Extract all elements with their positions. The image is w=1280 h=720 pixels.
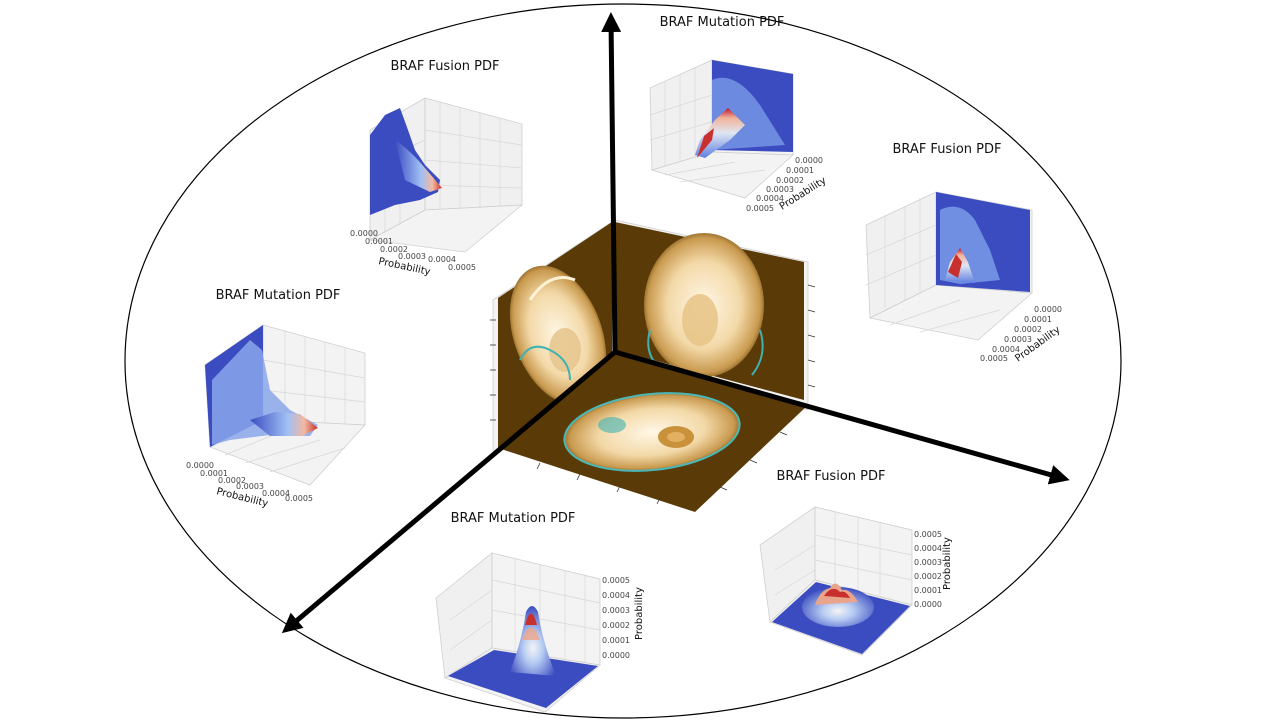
plot-title: BRAF Fusion PDF [777, 469, 886, 484]
tick-label: 0.0005 [285, 494, 313, 503]
tick-label: 0.0000 [602, 651, 630, 660]
tick-label: 0.0005 [602, 576, 630, 585]
plot-title: BRAF Mutation PDF [451, 511, 576, 526]
tick-label: 0.0003 [914, 558, 942, 567]
tick-label: 0.0001 [200, 469, 228, 478]
pdf-peak [695, 108, 745, 158]
tick-label: 0.0000 [350, 229, 378, 238]
plot-title: BRAF Fusion PDF [391, 59, 500, 74]
tick-label: 0.0000 [186, 461, 214, 470]
tick-label: 0.0000 [795, 156, 823, 165]
axis-label: Probability [634, 587, 645, 640]
tick-label: 0.0001 [914, 586, 942, 595]
plot-title: BRAF Mutation PDF [660, 15, 785, 30]
pdf-plot-mutation-left: BRAF Mutation PDF 0.0000 0.0001 0.0002 0… [186, 288, 366, 510]
tick-label: 0.0004 [262, 489, 290, 498]
tick-label: 0.0004 [428, 255, 456, 264]
tick-label: 0.0003 [236, 482, 264, 491]
tick-label: 0.0004 [914, 544, 942, 553]
pdf-plot-fusion-bottom-right: BRAF Fusion PDF 0.0005 0.0004 0.0003 0.0… [759, 469, 953, 656]
tick-label: 0.0000 [1034, 305, 1062, 314]
tick-label: 0.0003 [1004, 335, 1032, 344]
tick-label: 0.0000 [914, 600, 942, 609]
tick-label: 0.0004 [756, 194, 784, 203]
pdf-plot-mutation-bottom: BRAF Mutation PDF 0.0005 0.0004 0.0003 0… [435, 511, 645, 713]
tick-label: 0.0004 [602, 591, 630, 600]
tick-label: 0.0002 [776, 176, 804, 185]
axis-label: Probability [942, 537, 953, 590]
pdf-base [448, 650, 598, 708]
tick-label: 0.0005 [914, 530, 942, 539]
pdf-plot-fusion-left-top: BRAF Fusion PDF 0.0000 0.0001 0.0002 0.0… [350, 59, 524, 278]
tick-label: 0.0001 [1024, 315, 1052, 324]
pdf-plot-fusion-right: BRAF Fusion PDF 0.0000 0.0001 0.0002 0.0… [865, 142, 1063, 364]
pdf-plot-mutation-top: BRAF Mutation PDF 0.0000 0.0001 0.0002 0… [649, 15, 828, 213]
tick-label: 0.0002 [602, 621, 630, 630]
tick-label: 0.0005 [746, 204, 774, 213]
mri-3d-slices [490, 219, 816, 512]
axis-arrows [281, 12, 1070, 634]
tick-label: 0.0002 [914, 572, 942, 581]
tick-label: 0.0005 [448, 263, 476, 272]
pdf-peak [510, 606, 556, 676]
tick-label: 0.0002 [380, 245, 408, 254]
plot-title: BRAF Fusion PDF [893, 142, 1002, 157]
pdf-peak [250, 412, 318, 436]
tick-label: 0.0001 [365, 237, 393, 246]
pdf-peak [395, 140, 442, 192]
tick-label: 0.0001 [786, 166, 814, 175]
tick-label: 0.0005 [980, 354, 1008, 363]
tick-label: 0.0003 [398, 252, 426, 261]
tick-label: 0.0001 [602, 636, 630, 645]
outer-ellipse [124, 3, 1122, 719]
tick-label: 0.0002 [1014, 325, 1042, 334]
tick-label: 0.0004 [992, 345, 1020, 354]
right-arrow [614, 349, 1070, 485]
tick-label: 0.0003 [766, 185, 794, 194]
down-left-arrow [281, 350, 617, 634]
up-arrow [601, 12, 622, 353]
plot-title: BRAF Mutation PDF [216, 288, 341, 303]
tick-label: 0.0003 [602, 606, 630, 615]
tick-label: 0.0002 [218, 476, 246, 485]
